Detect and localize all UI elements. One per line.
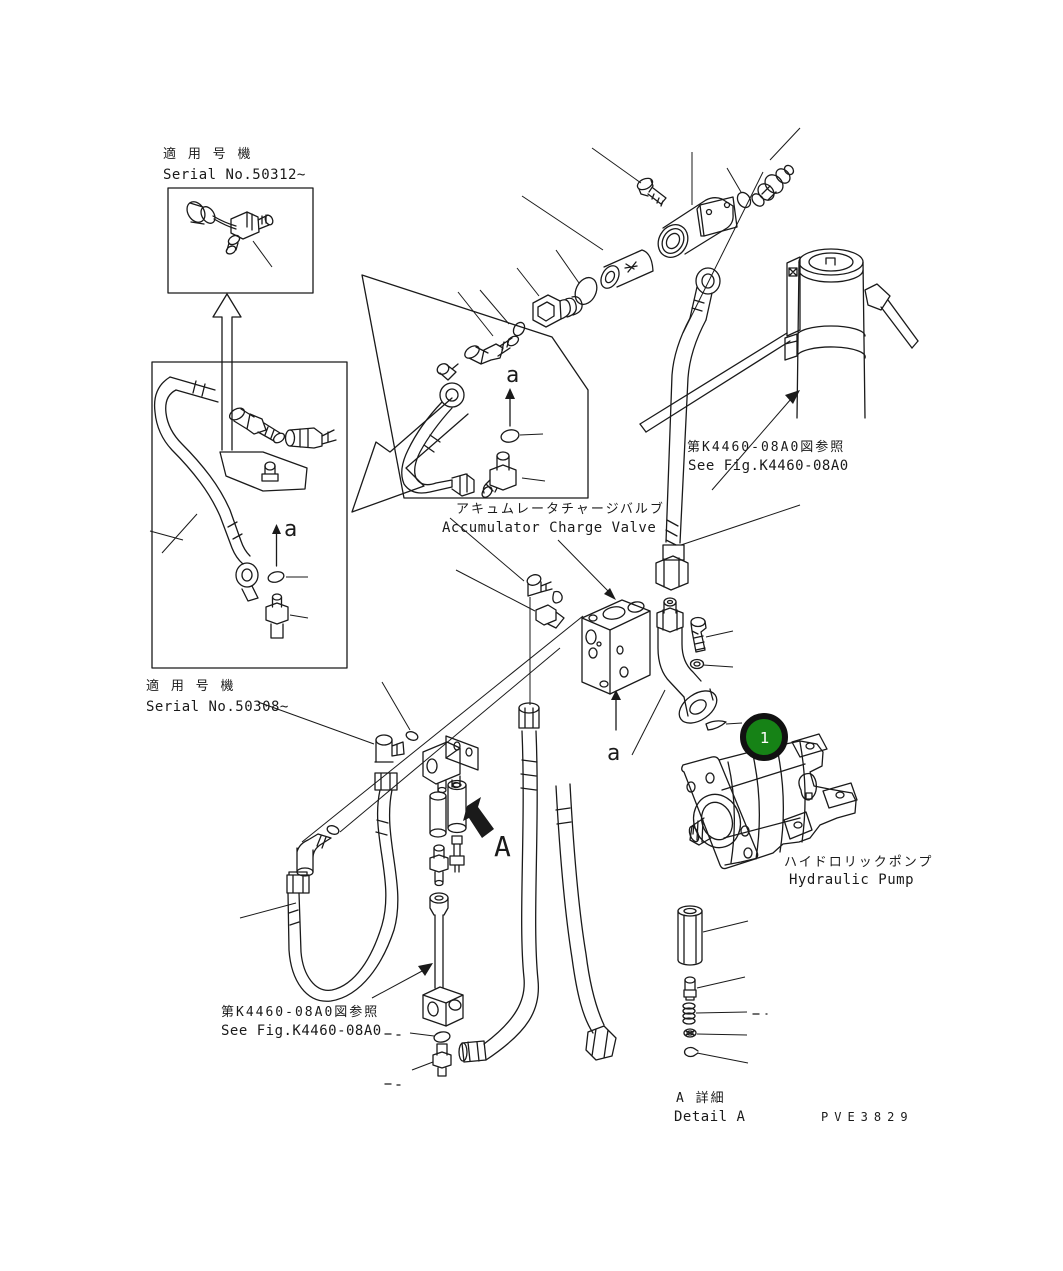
spacer-cylinders [430, 781, 466, 838]
tube-to-cube [423, 893, 463, 1026]
lower-hose-group: A 第K4460-08A0図参照 See Fig.K4460- [221, 682, 511, 1085]
view-a-letter: A [494, 830, 511, 863]
detail-a-spring [683, 1003, 767, 1024]
accumulator-charge-valve-section: a アキュムレータチャージバルブ Accumulator Charge Valv… [352, 275, 665, 600]
detail-a-washer [684, 1029, 747, 1037]
detail-a-poppet [684, 977, 745, 1000]
hose-assembly-50308: a [150, 377, 336, 638]
see-fig-left-arrow [418, 963, 433, 976]
see-fig-left-en: See Fig.K4460-08A0 [221, 1023, 382, 1039]
block-side-fittings [526, 573, 564, 628]
serial-left-en: Serial No.50308~ [146, 699, 289, 715]
charge-valve-hose: a [402, 320, 545, 499]
o-ring-plug [571, 274, 601, 308]
up-arrow-outline [213, 294, 241, 450]
serial-50308-box [152, 362, 347, 668]
detail-a-section: A 詳細 Detail A PVE3829 [674, 906, 914, 1125]
o-ring-small-top [735, 190, 753, 210]
detail-a-en: Detail A [674, 1109, 746, 1125]
flange-bolt [691, 618, 733, 653]
valve-plate-outline [362, 275, 588, 498]
charge-valve-fitting [750, 164, 796, 209]
detail-a-sleeve [678, 906, 748, 965]
serial-50308-section: 適 用 号 機 Serial No.50308~ a [146, 362, 347, 715]
figure-code: PVE3829 [821, 1110, 914, 1124]
plug-and-chain-fitting [183, 198, 274, 267]
see-fig-left-ja: 第K4460-08A0図参照 [221, 1004, 379, 1020]
acc-valve-ja: アキュムレータチャージバルブ [456, 501, 665, 517]
see-fig-right-en: See Fig.K4460-08A0 [688, 458, 849, 474]
hydraulic-pump: 1 ハイドロリックポンプ Hydraulic Pump [682, 716, 933, 888]
mount-bracket [423, 736, 478, 793]
sw-arrow-outline [352, 398, 468, 512]
see-fig-right-arrow [785, 390, 800, 404]
see-fig-right-ja: 第K4460-08A0図参照 [687, 439, 845, 455]
valve-block: a [302, 518, 650, 842]
steel-pipe [656, 268, 800, 590]
serial-top-ja: 適 用 号 機 [163, 146, 252, 162]
callout-circle [743, 716, 785, 758]
serial-50312-section: 適 用 号 機 Serial No.50312~ [163, 146, 313, 450]
valve-body-cartridge [652, 197, 737, 263]
filter-element [597, 250, 653, 291]
acc-valve-en: Accumulator Charge Valve [442, 520, 656, 536]
section-a-label-pentagon: a [506, 363, 519, 388]
section-a-label-block: a [607, 741, 620, 766]
bolt-top [636, 176, 666, 206]
long-hoses [459, 703, 616, 1062]
section-a-label-box: a [284, 517, 297, 542]
serial-left-ja: 適 用 号 機 [146, 678, 235, 694]
view-a-arrow [463, 797, 494, 838]
flange-washer [691, 660, 734, 669]
top-exploded-parts [458, 128, 800, 336]
hex-plug [533, 295, 582, 327]
detail-a-ja: A 詳細 [676, 1090, 726, 1106]
serial-50312-box [168, 188, 313, 293]
elbow-suction-tube [632, 598, 733, 755]
serial-top-en: Serial No.50312~ [163, 167, 306, 183]
callout-balloon-1: 1 [743, 716, 785, 758]
detail-a-snap-ring [685, 1048, 748, 1064]
small-fittings [430, 836, 464, 886]
callout-number: 1 [760, 729, 770, 747]
pump-label-en: Hydraulic Pump [789, 872, 914, 888]
pump-label-ja: ハイドロリックポンプ [784, 855, 933, 870]
accumulator: 第K4460-08A0図参照 See Fig.K4460-08A0 [640, 249, 918, 490]
